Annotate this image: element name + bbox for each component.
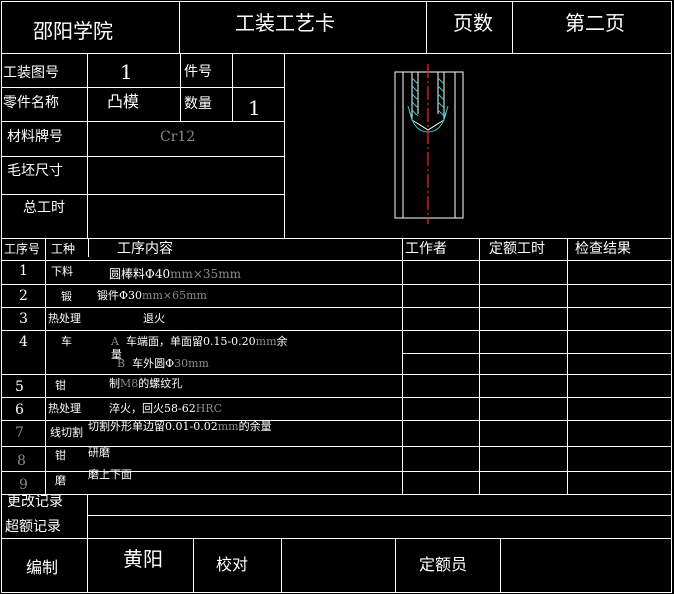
step-type: 钳	[55, 449, 66, 462]
col-worker: 工作者	[405, 241, 447, 257]
step-type: 热处理	[48, 402, 81, 415]
col-quota-time: 定额工时	[489, 241, 545, 257]
step-content: 锻件Φ30mm×65mm	[97, 289, 207, 302]
change-record-label: 更改记录	[7, 494, 63, 510]
school-name: 邵阳学院	[33, 19, 113, 43]
step-no: 6	[15, 402, 24, 418]
step-content: 制M8的螺纹孔	[109, 377, 183, 390]
part-name-value: 凸模	[107, 92, 140, 111]
tool-drawing-no-value: 1	[120, 60, 133, 84]
step-no: 7	[15, 425, 24, 441]
step-no: 5	[15, 379, 24, 395]
part-drawing	[394, 64, 464, 224]
step-content: 切割外形单边留0.01-0.02mm的余量	[88, 420, 272, 433]
col-inspection: 检查结果	[575, 241, 631, 257]
total-time-label: 总工时	[23, 200, 65, 216]
step-type: 钳	[55, 379, 66, 392]
step-type: 车	[61, 335, 72, 348]
step-no: 4	[19, 334, 28, 350]
blank-size-label: 毛坯尺寸	[7, 163, 63, 179]
card-title: 工装工艺卡	[235, 11, 335, 35]
quantity-value: 1	[248, 96, 261, 120]
checked-label: 校对	[216, 555, 249, 574]
quota-label: 定额员	[419, 555, 468, 574]
compiled-label: 编制	[26, 558, 59, 577]
col-content: 工序内容	[117, 241, 173, 257]
step-content: 磨上下面	[88, 468, 132, 481]
compiled-by: 黄阳	[123, 547, 163, 571]
col-step-no: 工序号	[4, 242, 41, 256]
step-content-b: B 车外圆Φ30mm	[117, 357, 209, 370]
material-value: Cr12	[160, 129, 196, 145]
step-content: 研磨	[88, 446, 110, 459]
step-type: 线切割	[50, 426, 83, 439]
material-label: 材料牌号	[7, 129, 63, 145]
step-no: 1	[19, 263, 28, 279]
part-name-label: 零件名称	[3, 95, 59, 111]
page-value: 第二页	[565, 11, 625, 35]
tool-drawing-no-label: 工装图号	[3, 65, 59, 81]
step-type: 热处理	[48, 312, 81, 325]
step-no: 8	[17, 453, 26, 469]
step-content-cont: 量	[111, 348, 122, 361]
step-type: 下料	[51, 265, 73, 278]
overquota-record-label: 超额记录	[5, 519, 61, 535]
step-type: 锻	[61, 290, 72, 303]
step-content: 淬火，回火58-62HRC	[109, 402, 223, 415]
quantity-label: 数量	[184, 96, 212, 112]
page-label: 页数	[453, 11, 493, 35]
step-content: A 车端面，单面留0.15-0.20mm余	[111, 335, 288, 348]
step-no: 3	[19, 311, 28, 327]
step-no: 2	[19, 288, 28, 304]
step-no: 9	[19, 477, 28, 493]
step-content: 退火	[143, 312, 165, 325]
step-content: 圆棒料Φ40mm×35mm	[109, 267, 241, 281]
step-type: 磨	[55, 474, 66, 487]
col-type: 工种	[51, 242, 76, 256]
part-no-label: 件号	[184, 64, 212, 80]
